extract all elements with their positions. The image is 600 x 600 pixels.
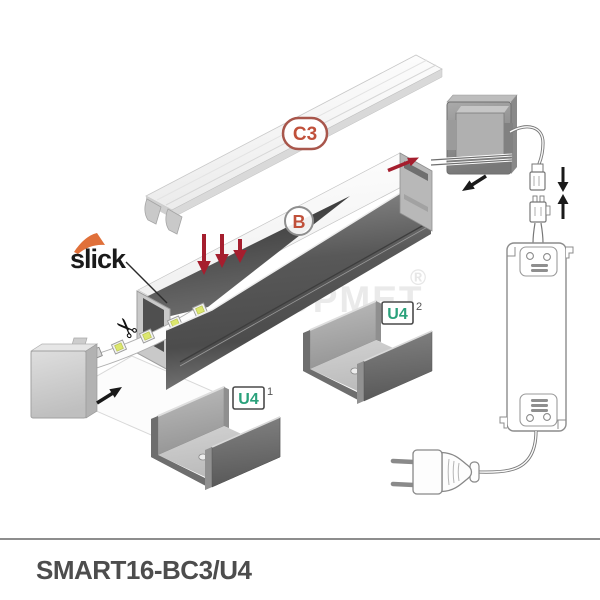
watermark-registered-icon: ® <box>410 265 426 290</box>
psu-vent-slot <box>531 269 548 272</box>
psu-corner-step <box>507 247 516 257</box>
psu-screw-hole <box>543 253 551 261</box>
profile-groove <box>179 220 432 363</box>
end-cap-front-face <box>30 350 87 419</box>
feed-wires <box>430 153 513 167</box>
led-chip <box>110 339 128 355</box>
bracket-2-label: U4 2 <box>381 301 422 325</box>
plug-rib <box>447 458 450 486</box>
diffuser-label-badge <box>281 116 329 151</box>
profile-end-groove <box>404 194 428 212</box>
profile-end-slot <box>404 161 428 181</box>
cable-end-cap <box>446 94 518 175</box>
cable-cap-wing <box>504 123 513 153</box>
cap-direction-arrow <box>462 174 487 191</box>
cable-cap-side-face <box>511 95 517 174</box>
diffuser-clip <box>144 198 162 225</box>
connect-arrow-up-head <box>557 194 569 204</box>
bracket-2-label-box <box>381 301 414 325</box>
plug-rib <box>457 462 460 482</box>
connector-female <box>529 163 546 191</box>
psu-screw-hole <box>543 413 551 421</box>
psu-wire <box>540 222 544 244</box>
psu-vent-slot <box>531 409 548 412</box>
bracket-1-label-superscript: 1 <box>267 386 273 398</box>
psu-screw-hole <box>526 252 534 260</box>
cap-cable <box>509 125 545 165</box>
slide-arrow <box>387 157 419 173</box>
brand-pointer-line <box>125 261 168 304</box>
profile-label-text: B <box>293 212 306 232</box>
plug-prong <box>390 481 417 488</box>
profile-rim-highlight <box>165 173 432 331</box>
plug-taper <box>441 451 473 493</box>
brand-swoosh-icon <box>74 233 105 254</box>
cable-cap-top-face <box>446 94 518 103</box>
bracket-2-label-text: U4 <box>387 306 408 323</box>
connect-arrow-down-head <box>557 182 569 192</box>
bracket-1-label-text: U4 <box>238 391 259 408</box>
bracket-1-label: U4 1 <box>232 386 273 410</box>
psu-vent-slot <box>531 404 548 407</box>
profile-label: B <box>284 206 314 236</box>
end-cap <box>29 337 99 419</box>
psu-vent-slot <box>531 399 548 402</box>
profile-groove-highlight <box>179 224 432 367</box>
brand-name-text: slick <box>70 244 127 274</box>
insert-arrow-head <box>215 254 229 268</box>
diffuser-clip <box>165 208 183 235</box>
diffuser-label-text: C3 <box>293 124 317 145</box>
connector-male <box>529 195 551 223</box>
brand-logo: slick <box>70 233 168 304</box>
profile-body <box>60 152 433 439</box>
psu-vent-slot <box>531 264 548 267</box>
psu-screw-hole <box>526 414 534 422</box>
power-plug <box>390 449 480 495</box>
diffuser-label: C3 <box>281 116 329 151</box>
psu-corner-step <box>557 419 566 429</box>
cap-direction-arrow-head <box>462 180 475 191</box>
insert-arrows <box>197 234 247 275</box>
end-cap-arrow-head <box>109 387 122 398</box>
cable-cap-block-top <box>456 106 509 113</box>
connect-arrows <box>557 167 569 219</box>
end-cap-arrow <box>96 387 122 405</box>
psu-terminal-cover-top <box>519 246 558 277</box>
power-supply <box>499 222 574 432</box>
bracket-1-label-box <box>232 386 265 410</box>
plug-prong <box>390 458 417 465</box>
product-code-text: SMART16-BC3/U4 <box>36 555 253 585</box>
profile-front-face <box>166 174 431 390</box>
cable-cap-block <box>455 112 505 158</box>
cable-cap-wing <box>447 120 456 150</box>
psu-mount-tab <box>499 416 507 429</box>
psu-terminal-cover-bottom <box>519 393 558 427</box>
bracket-2-label-superscript: 2 <box>416 301 422 313</box>
led-chip <box>138 328 156 344</box>
psu-wire <box>532 222 536 244</box>
slide-arrow-head <box>407 157 419 167</box>
plug-rib <box>452 460 455 484</box>
insert-arrow-head <box>197 261 211 275</box>
end-cap-side-face <box>85 343 98 419</box>
mains-cable <box>475 430 538 474</box>
profile-label-badge <box>284 206 314 236</box>
plug-cap <box>412 449 443 495</box>
psu-mount-tab <box>566 246 574 259</box>
insert-arrow-head <box>233 250 247 263</box>
